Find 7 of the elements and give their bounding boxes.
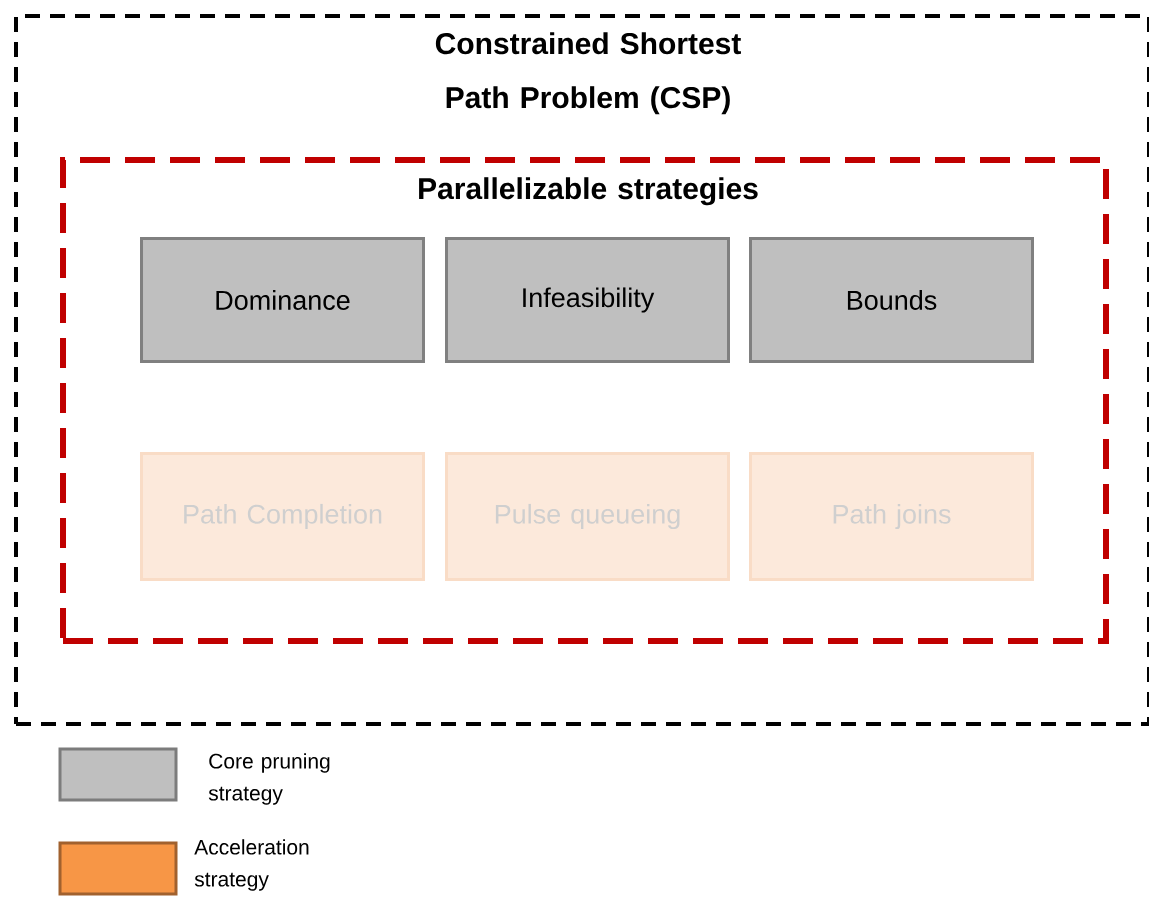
heading: Parallelizable strategies	[419, 177, 758, 206]
legend-label: Core pruning strategy	[208, 753, 330, 805]
strategy-box: Infeasibility	[445, 237, 730, 363]
strategy-box: Dominance	[140, 237, 425, 363]
heading: Constrained Shortest Path Problem (CSP)	[435, 32, 741, 115]
legend-label: Acceleration strategy	[194, 839, 309, 891]
strategy-box: Bounds	[749, 237, 1034, 363]
